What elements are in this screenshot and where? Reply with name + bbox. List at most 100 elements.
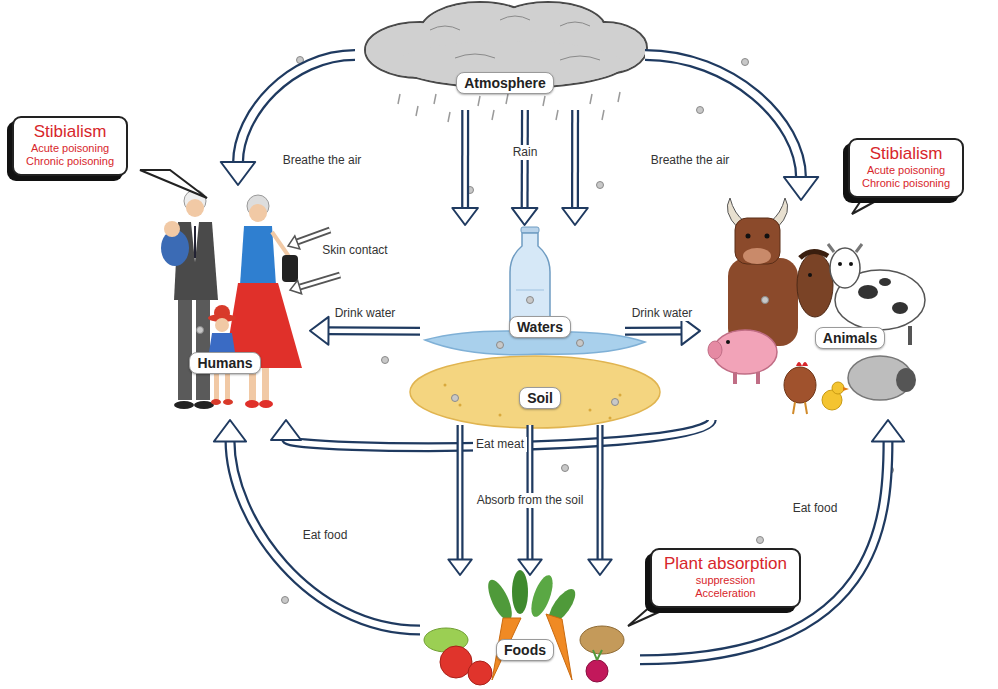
arrow-outline: [230, 441, 420, 631]
rain-drops: [398, 94, 400, 104]
animals-figure: [784, 367, 816, 403]
flow-arrow: [625, 317, 700, 345]
animals-figure: [733, 372, 737, 384]
soil-ground: [619, 394, 622, 397]
animals-figure: [797, 253, 833, 317]
arrow-head: [681, 317, 700, 345]
rain-drops: [478, 96, 480, 106]
antimony-particle: [757, 537, 764, 544]
soil-ground: [499, 414, 502, 417]
flow-arrow: [645, 55, 818, 200]
animals-figure: [896, 368, 916, 392]
animals-figure: [892, 302, 908, 314]
rain-drops: [590, 94, 592, 104]
antimony-particle: [282, 597, 289, 604]
flow-arrow: [214, 420, 420, 630]
arrow-outline: [640, 441, 888, 660]
arrow-head: [448, 559, 471, 575]
arrow-head: [588, 559, 611, 575]
animals-figure: [746, 234, 751, 239]
callout-box: Plant absorptionsuppressionAcceleration: [650, 548, 801, 608]
arrow-head: [562, 208, 588, 225]
callout-item: suppression: [664, 574, 787, 587]
rain-drops: [618, 92, 620, 102]
arrow-body: [625, 329, 683, 334]
animals-figure: [708, 341, 722, 359]
water-bottle: [521, 227, 539, 233]
arrow-outline: [571, 110, 579, 209]
arrow-outline: [521, 110, 529, 209]
humans-figure: [282, 255, 298, 282]
flow-arrow: [310, 317, 420, 345]
antimony-particle: [742, 59, 749, 66]
callout-box: StibialismAcute poisoningChronic poisoni…: [848, 138, 964, 198]
arrow-head: [221, 162, 255, 185]
node-label: Animals: [815, 327, 885, 349]
arrow-outline: [461, 110, 469, 209]
soil-ground: [444, 384, 447, 387]
rain-drops: [492, 110, 494, 120]
node-label: Humans: [189, 352, 260, 374]
arrow-body: [523, 110, 527, 209]
callout-title: Stibialism: [26, 122, 114, 142]
edge-label: Breathe the air: [648, 153, 733, 168]
scene-node: Atmosphere: [355, 0, 645, 110]
arrow-head: [518, 559, 541, 575]
animals-figure: [838, 262, 842, 266]
antimony-particle: [697, 107, 704, 114]
antimony-particle: [527, 297, 534, 304]
animals-figure: [726, 340, 730, 344]
rain-drops: [434, 94, 436, 104]
callout-item: Acceleration: [664, 587, 787, 600]
animals-figure: [832, 382, 844, 394]
animals-figure: [793, 402, 795, 414]
humans-figure: [211, 399, 221, 405]
scene-node: Animals: [700, 200, 935, 420]
animals-figure: [828, 244, 862, 252]
scene-node: Waters: [420, 225, 625, 350]
foods-figure: [468, 661, 492, 685]
arrow-body: [640, 441, 888, 660]
foods-figure: [580, 626, 624, 654]
skin-contact-arrows: [297, 230, 330, 242]
arrow-body: [599, 425, 602, 561]
node-label: Soil: [519, 387, 561, 409]
antimony-particle: [597, 182, 604, 189]
callout-tails: [140, 170, 896, 626]
humans-figure: [161, 190, 302, 409]
antimony-particle: [452, 395, 459, 402]
edge-label: Drink water: [629, 306, 696, 321]
skin-contact-arrows: [288, 236, 300, 249]
arrow-head: [512, 208, 538, 225]
arrow-head: [214, 420, 246, 442]
rain-drops: [543, 96, 545, 106]
humans-figure: [191, 222, 199, 262]
arrow-head: [784, 177, 818, 200]
foods-figure: [512, 570, 528, 614]
node-label: Waters: [509, 316, 571, 338]
edge-label: Eat meat: [473, 437, 527, 452]
callout-title: Plant absorption: [664, 554, 787, 574]
humans-figure: [214, 372, 219, 400]
callout-item: Acute poisoning: [26, 142, 114, 155]
humans-figure: [223, 399, 233, 405]
rain-drops: [398, 92, 620, 122]
animals-figure: [849, 262, 853, 266]
rain-drops: [556, 110, 558, 120]
animals-figure: [743, 248, 771, 264]
humans-figure: [194, 401, 214, 409]
callout-item: Chronic poisoning: [862, 177, 950, 190]
arrow-outline: [327, 326, 420, 335]
flow-arrow: [452, 110, 478, 225]
soil-ground: [459, 404, 462, 407]
arrow-body: [645, 55, 801, 178]
rain-drops: [602, 110, 604, 120]
node-label: Atmosphere: [456, 72, 554, 94]
arrow-outline: [596, 425, 603, 561]
humans-figure: [272, 232, 290, 258]
foods-figure: [424, 570, 624, 685]
antimony-particle: [497, 342, 504, 349]
foods-figure: [440, 646, 472, 678]
foods-figure: [593, 650, 602, 660]
arrow-body: [238, 55, 355, 163]
